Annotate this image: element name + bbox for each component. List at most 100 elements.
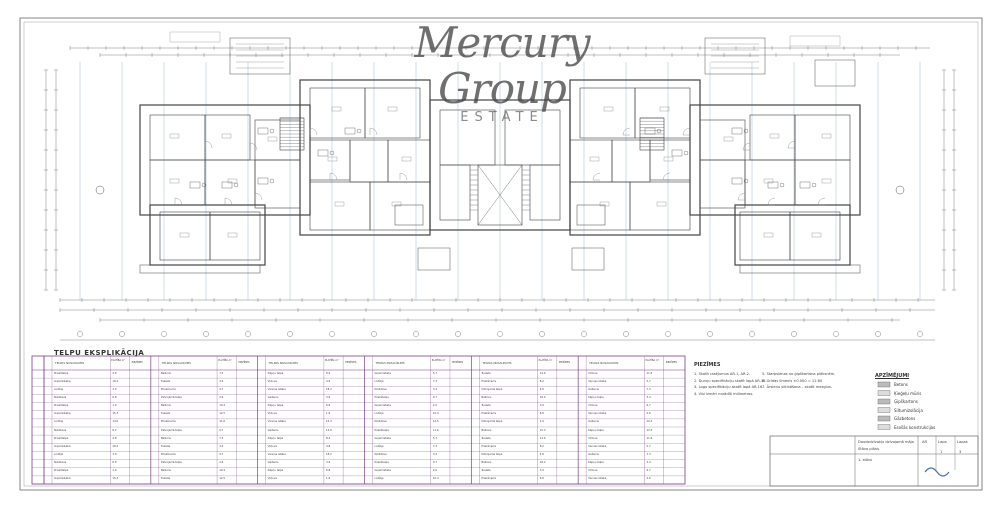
legend-item: Betons <box>894 382 908 387</box>
schedule-cell-name: Guļamistaba <box>374 469 391 473</box>
wing-bay-wall <box>149 204 266 266</box>
room-wall <box>789 211 841 261</box>
balcony-slab <box>139 264 261 274</box>
bath-fixture <box>671 149 683 157</box>
legend-swatch <box>877 390 891 396</box>
schedule-cell-name: Gaitenis <box>267 428 279 432</box>
schedule-cell-area: 1.9 <box>326 412 331 416</box>
toilet-fixture <box>233 182 239 188</box>
schedule-cell-area: 14.6 <box>112 420 119 424</box>
schedule-cell-area: 5.7 <box>219 428 224 432</box>
schedule-cell-area: 5.7 <box>432 371 437 375</box>
schedule-cell-area: 4.8 <box>539 452 544 456</box>
schedule-cell-name: Dzīvojamā telpa <box>481 387 503 391</box>
grid-axis-bubble <box>287 331 293 337</box>
schedule-cell-area: 6.8 <box>326 469 331 473</box>
room-tag <box>227 178 238 184</box>
schedule-cell-name: Tualete <box>481 371 491 375</box>
room-tag <box>821 178 832 184</box>
schedule-header-area: PLATĪBA m² <box>538 359 553 362</box>
toilet-fixture <box>201 182 207 188</box>
schedule-cell-area: 5.7 <box>646 444 651 448</box>
schedule-cell-name: Kāpņu telpa <box>267 469 284 473</box>
door-swing <box>399 172 408 181</box>
legend-swatch <box>877 381 891 388</box>
schedule-cell-name: Priekšnams <box>481 379 497 383</box>
grid-axis-bubble <box>665 331 671 337</box>
door-swing <box>737 192 746 201</box>
schedule-cell-area: 1.9 <box>112 469 117 473</box>
schedule-cell-name: Priekšnams <box>160 420 176 424</box>
room-wall <box>579 87 636 139</box>
bath-fixture <box>731 127 743 135</box>
legend-swatch <box>877 407 891 413</box>
room-tag <box>334 201 345 207</box>
title-block-text: Lapas <box>957 440 968 444</box>
door-swing <box>204 140 213 149</box>
legend-swatch <box>877 424 891 430</box>
schedule-header-notes: PIEZĪMES <box>665 361 677 364</box>
section-marker <box>95 185 105 195</box>
schedule-cell-area: 12.5 <box>219 412 225 416</box>
schedule-cell-name: Guļamistaba <box>374 404 391 408</box>
room-wall <box>744 159 796 206</box>
schedule-cell-area: 3.9 <box>326 461 331 465</box>
section-marker <box>895 185 905 195</box>
sheet-frame <box>19 17 983 491</box>
schedule-cell-area: 11.6 <box>646 371 653 375</box>
grid-axis-bubble <box>539 331 545 337</box>
schedule-cell-name: Guļamistaba <box>374 371 391 375</box>
schedule-cell-name: Tualete <box>481 436 491 440</box>
room-tag <box>811 232 822 238</box>
schedule-cell-area: 11.6 <box>219 420 225 424</box>
bath-fixture <box>644 127 656 135</box>
schedule-cell-area: 2.6 <box>432 404 437 408</box>
room-tag <box>387 106 398 112</box>
room-tag <box>169 178 180 184</box>
door-swing <box>249 142 258 151</box>
schedule-cell-name: Virtuve <box>267 477 277 481</box>
schedule-cell-area: 5.7 <box>432 436 437 440</box>
schedule-header-area: PLATĪBA m² <box>218 359 232 362</box>
room-tag <box>331 106 342 112</box>
door-swing <box>592 172 601 181</box>
schedule-cell-area: 6.8 <box>539 412 544 416</box>
schedule-cell-area: 9.7 <box>219 387 224 391</box>
schedule-cell-area: 12.5 <box>219 477 225 481</box>
schedule-cell-area: 3.9 <box>539 404 544 408</box>
note-line: 1. Skatīt rasējumus AR-1, AR-2. <box>694 372 751 376</box>
room-tag <box>659 106 670 112</box>
schedule-cell-name: Noliktava <box>374 387 387 391</box>
schedule-header-name: TELPAS NOSAUKUMS <box>589 361 619 365</box>
room-wall <box>254 159 301 209</box>
room-tag <box>221 133 232 139</box>
schedule-cell-area: 7.3 <box>432 444 437 448</box>
schedule-cell-area: 8.2 <box>539 379 544 383</box>
schedule-cell-area: 11.6 <box>432 428 439 432</box>
schedule-cell-name: Gaitenis <box>588 387 599 391</box>
toilet-fixture <box>356 128 362 134</box>
schedule-cell-name: Gaitenis <box>267 395 279 399</box>
room-tag <box>327 156 338 162</box>
title-block-text: 3 <box>959 450 962 454</box>
detail-inset <box>704 37 766 75</box>
balcony-slab <box>394 204 424 226</box>
schedule-cell-area: 12.5 <box>432 420 439 424</box>
door-swing <box>787 140 796 149</box>
schedule-cell-area: 6.8 <box>539 477 544 481</box>
schedule-cell-name: Balkons <box>481 428 492 432</box>
schedule-header-area: PLATĪBA m² <box>645 359 660 362</box>
grid-axis-bubble <box>833 331 839 337</box>
schedule-cell-area: 10.4 <box>219 404 225 408</box>
door-swing <box>767 197 776 206</box>
schedule-cell-area: 2.6 <box>646 477 651 481</box>
schedule-cell-name: Priekštelpa <box>374 461 389 465</box>
schedule-cell-area: 10.4 <box>432 412 439 416</box>
schedule-cell-name: Virtuve <box>588 404 598 408</box>
room-wall <box>349 139 389 183</box>
room-wall <box>149 114 206 161</box>
grid-axis-bubble <box>791 331 797 337</box>
schedule-cell-area: 3.4 <box>432 452 437 456</box>
title-block-text: Lapa <box>938 440 947 444</box>
title-block-text: 1. stāvs <box>858 458 873 462</box>
